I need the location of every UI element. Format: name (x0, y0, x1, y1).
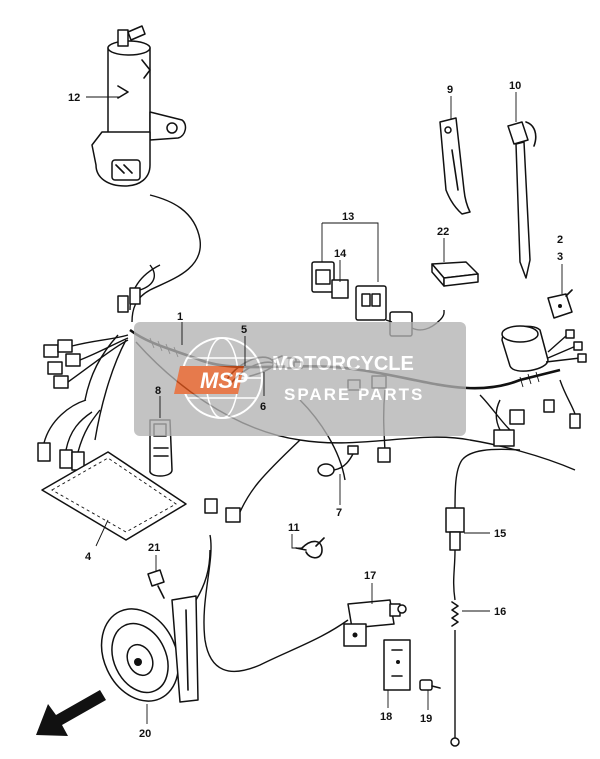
part-number-1[interactable]: 1 (177, 311, 183, 323)
leader-lines (86, 92, 563, 724)
watermark-logo-badge (174, 366, 244, 394)
watermark-panel (134, 322, 466, 436)
ignition-switch-connector[interactable] (117, 264, 156, 313)
part-number-10[interactable]: 10 (509, 80, 521, 92)
part-number-19[interactable]: 19 (420, 713, 432, 725)
insulation-sheet[interactable] (41, 451, 187, 541)
condenser[interactable] (501, 325, 587, 372)
watermark-logo: MSP (200, 368, 248, 393)
arrow-front-left-icon (36, 690, 106, 736)
ignition-switch[interactable] (91, 25, 187, 187)
rubber-pad[interactable] (431, 261, 479, 287)
ground-wire[interactable] (317, 445, 359, 477)
right-connectors[interactable] (493, 379, 581, 447)
part-number-12[interactable]: 12 (68, 92, 80, 104)
sensor-cable[interactable] (445, 448, 521, 747)
part-number-18[interactable]: 18 (380, 711, 392, 723)
part-number-3[interactable]: 3 (557, 251, 563, 263)
part-number-5[interactable]: 5 (241, 324, 247, 336)
switch-bracket[interactable] (383, 639, 411, 691)
part-numbers: 12 1 5 6 8 7 4 11 9 10 13 14 22 2 3 15 1… (68, 80, 563, 740)
brake-light-switch[interactable] (343, 599, 407, 647)
watermark-line1: MOTORCYCLE (272, 353, 414, 375)
part-number-17[interactable]: 17 (364, 570, 376, 582)
part-number-13[interactable]: 13 (342, 211, 354, 223)
horn-bolt[interactable] (147, 569, 165, 599)
horn[interactable] (87, 549, 211, 714)
part-number-4[interactable]: 4 (85, 551, 92, 563)
part-number-14[interactable]: 14 (334, 248, 347, 260)
cable-tie[interactable] (507, 121, 537, 279)
terminal-cap[interactable] (547, 289, 573, 319)
part-number-20[interactable]: 20 (139, 728, 151, 740)
part-number-15[interactable]: 15 (494, 528, 506, 540)
part-number-9[interactable]: 9 (447, 84, 453, 96)
watermark: MSP MOTORCYCLE SPARE PARTS (134, 322, 466, 436)
watermark-line2: SPARE PARTS (284, 385, 424, 404)
part-number-6[interactable]: 6 (260, 401, 266, 413)
part-number-22[interactable]: 22 (437, 226, 449, 238)
part-number-8[interactable]: 8 (155, 385, 161, 397)
bracket-screw[interactable] (419, 679, 441, 691)
part-number-21[interactable]: 21 (148, 542, 160, 554)
part-number-7[interactable]: 7 (336, 507, 342, 519)
part-number-11[interactable]: 11 (288, 522, 300, 534)
bracket-strap[interactable] (439, 117, 471, 215)
part-number-16[interactable]: 16 (494, 606, 506, 618)
part-number-2[interactable]: 2 (557, 234, 563, 246)
left-connector-bundle[interactable] (37, 334, 129, 471)
